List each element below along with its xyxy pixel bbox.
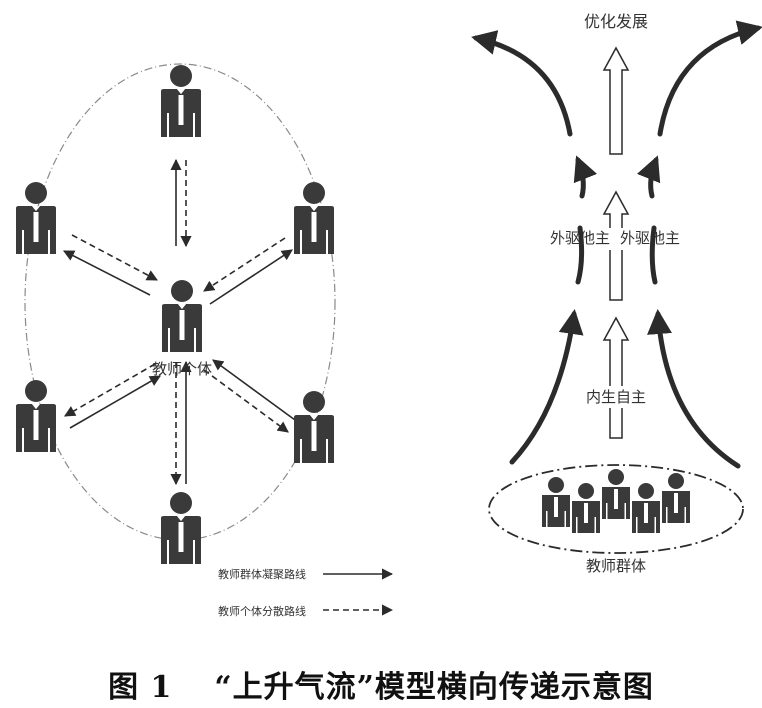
- solid-arrow-lower-right: [212, 359, 296, 421]
- top-label: 优化发展: [584, 12, 648, 31]
- outer-flow-right-middle: [649, 225, 658, 285]
- teacher-icon-center: [162, 280, 202, 352]
- right-diagram: 优化发展 外驱他主 外驱他主 内生自主 教师群体: [471, 12, 762, 575]
- teacher-icon-lower-left: [16, 380, 56, 452]
- inner-label-bg-2: [588, 386, 646, 408]
- inner-arrow-bottom: [602, 316, 630, 439]
- teacher-icon-upper-right: [294, 182, 334, 254]
- legend: 教师群体凝聚路线 教师个体分散路线: [218, 567, 394, 618]
- figure-caption: 图 1 “上升气流”模型横向传递示意图: [0, 662, 762, 706]
- outer-label-right: 外驱他主: [620, 229, 680, 247]
- teacher-icon-bottom: [161, 492, 201, 564]
- solid-arrow-upper-left: [63, 250, 151, 296]
- outer-flow-left-top: [471, 30, 573, 137]
- legend-dashed-label: 教师个体分散路线: [218, 604, 306, 618]
- dashed-arrow-lower-left: [64, 363, 156, 417]
- outer-flow-right-upper: [636, 155, 661, 199]
- outer-flow-right-top: [657, 20, 762, 137]
- outer-flow-right-lower: [647, 309, 741, 469]
- teacher-icon-lower-right: [294, 391, 334, 463]
- dashed-arrow-upper-right: [203, 237, 286, 292]
- group-member-icon-2: [572, 483, 600, 533]
- outer-flow-left-upper: [573, 155, 598, 199]
- group-member-icon-3: [602, 469, 630, 519]
- group-member-icon-4: [632, 483, 660, 533]
- bottom-label: 教师群体: [586, 557, 646, 575]
- dashed-arrow-upper-left: [71, 234, 158, 281]
- group-member-icon-1: [542, 477, 570, 527]
- inner-label-bg: [592, 228, 640, 250]
- inner-label: 内生自主: [586, 388, 646, 406]
- center-label: 教师个体: [152, 360, 212, 378]
- inner-arrow-top: [602, 46, 630, 155]
- group-member-icon-5: [662, 473, 690, 523]
- figure-number: 图 1: [108, 670, 173, 705]
- figure-title: “上升气流”模型横向传递示意图: [214, 670, 654, 705]
- group-ellipse: [488, 464, 744, 554]
- outer-flow-left-lower: [509, 309, 584, 465]
- outer-flow-left-middle: [575, 225, 585, 285]
- dashed-arrow-lower-right: [203, 369, 289, 433]
- solid-arrow-lower-left: [69, 375, 161, 429]
- connector-arrows: [63, 158, 296, 486]
- teacher-icon-upper-left: [16, 182, 56, 254]
- left-diagram: 教师个体 教师群体凝聚路线 教师个体分散路线: [16, 63, 394, 618]
- teacher-icon-top: [161, 65, 201, 137]
- legend-solid-label: 教师群体凝聚路线: [218, 567, 306, 581]
- solid-arrow-upper-right: [209, 249, 293, 305]
